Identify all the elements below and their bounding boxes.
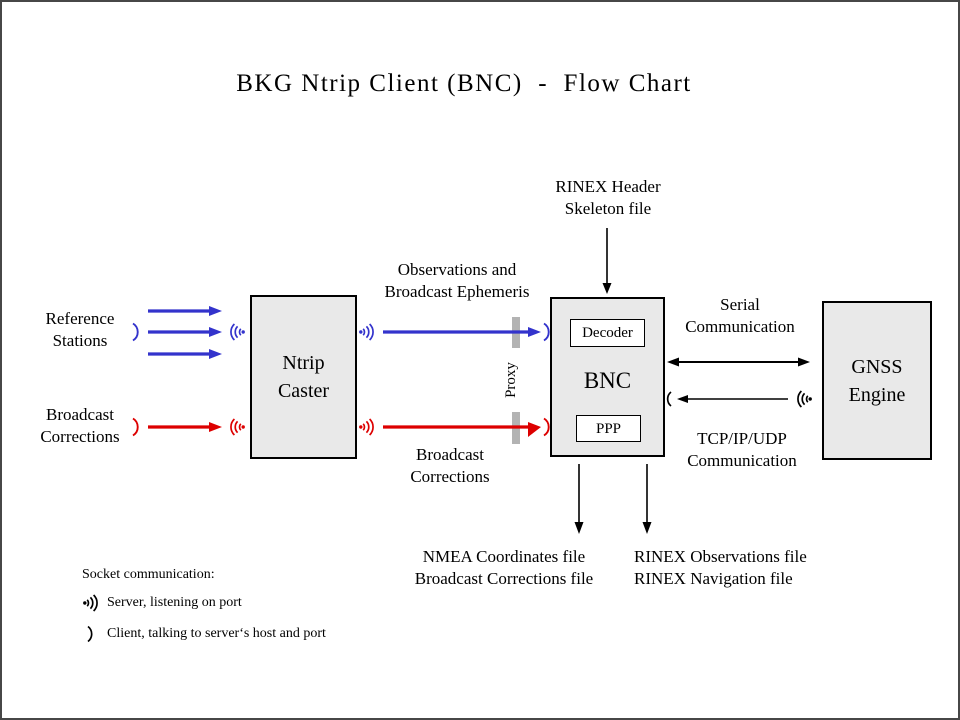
legend-heading: Socket communication: xyxy=(82,567,215,582)
corrections-stream-line2: Corrections xyxy=(410,467,490,486)
observations-stream-line2: Broadcast Ephemeris xyxy=(384,282,530,301)
legend-row-server: Server, listening on port xyxy=(80,591,326,615)
page-title: BKG Ntrip Client (BNC) - Flow Chart xyxy=(236,70,692,97)
legend-server-text: Server, listening on port xyxy=(107,595,242,610)
server-socket-icon-caster-right-red xyxy=(358,418,374,436)
label-corrections-stream: Broadcast Corrections xyxy=(350,444,550,488)
rinex-outputs-line2: RINEX Navigation file xyxy=(634,569,793,588)
broadcast-corrections-input-line1: Broadcast xyxy=(46,405,114,424)
label-observations-stream: Observations and Broadcast Ephemeris xyxy=(357,259,557,303)
broadcast-corrections-input-line2: Corrections xyxy=(40,427,120,446)
server-socket-icon-caster-right-blue xyxy=(358,323,374,341)
bnc-label: BNC xyxy=(583,368,632,393)
label-rinex-header: RINEX Header Skeleton file xyxy=(508,176,708,220)
node-ppp: PPP xyxy=(576,415,641,442)
server-socket-icon-caster-left-red xyxy=(230,418,246,436)
gnss-label-line2: Engine xyxy=(848,383,906,406)
label-broadcast-corrections-input: Broadcast Corrections xyxy=(10,404,150,448)
label-tcp-communication: TCP/IP/UDP Communication xyxy=(642,428,842,472)
tcp-line2: Communication xyxy=(687,451,797,470)
label-nmea-outputs: NMEA Coordinates file Broadcast Correcti… xyxy=(394,546,614,590)
tcp-line1: TCP/IP/UDP xyxy=(697,429,787,448)
serial-line1: Serial xyxy=(720,295,760,314)
proxy-label: Proxy xyxy=(503,362,519,398)
legend: Socket communication: Server, listening … xyxy=(80,566,326,646)
node-bnc: Decoder BNC PPP xyxy=(550,297,665,457)
server-socket-icon-gnss xyxy=(797,390,813,408)
nmea-outputs-line1: NMEA Coordinates file xyxy=(422,547,586,566)
arrow-tcp-communication xyxy=(677,395,788,403)
reference-stations-line1: Reference xyxy=(45,309,115,328)
server-socket-icon xyxy=(82,594,98,612)
label-rinex-outputs: RINEX Observations file RINEX Navigation… xyxy=(634,546,864,590)
arrow-serial-communication xyxy=(667,357,810,367)
legend-client-text: Client, talking to server‘s host and por… xyxy=(107,626,326,641)
arrow-skeleton-to-bnc xyxy=(602,228,612,294)
gnss-label-line1: GNSS xyxy=(851,355,903,378)
arrows-bnc-outputs xyxy=(574,464,652,534)
label-reference-stations: Reference Stations xyxy=(10,308,150,352)
corrections-stream-line1: Broadcast xyxy=(416,445,484,464)
node-gnss-engine: GNSS Engine xyxy=(822,301,932,460)
observations-stream-line1: Observations and xyxy=(397,260,517,279)
proxy-bar-bottom xyxy=(512,412,520,444)
node-decoder: Decoder xyxy=(570,319,645,347)
ntrip-caster-label-line1: Ntrip xyxy=(282,352,325,374)
rinex-header-line1: RINEX Header xyxy=(555,177,661,196)
nmea-outputs-line2: Broadcast Corrections file xyxy=(414,569,594,588)
client-socket-icon-bnc-blue xyxy=(543,322,550,342)
reference-stations-line2: Stations xyxy=(52,331,108,350)
proxy-bar-top xyxy=(512,317,520,348)
serial-line2: Communication xyxy=(685,317,795,336)
rinex-header-line2: Skeleton file xyxy=(564,199,652,218)
label-serial-communication: Serial Communication xyxy=(640,294,840,338)
rinex-outputs-line1: RINEX Observations file xyxy=(634,547,807,566)
client-socket-icon xyxy=(87,625,93,643)
client-socket-icon-bnc-tcp xyxy=(666,391,672,407)
server-socket-icon-caster-left-blue xyxy=(230,323,246,341)
legend-row-client: Client, talking to server‘s host and por… xyxy=(80,622,326,646)
ntrip-caster-label-line2: Caster xyxy=(277,380,330,402)
client-socket-icon-bnc-red xyxy=(543,417,550,437)
node-ntrip-caster: Ntrip Caster xyxy=(250,295,357,459)
